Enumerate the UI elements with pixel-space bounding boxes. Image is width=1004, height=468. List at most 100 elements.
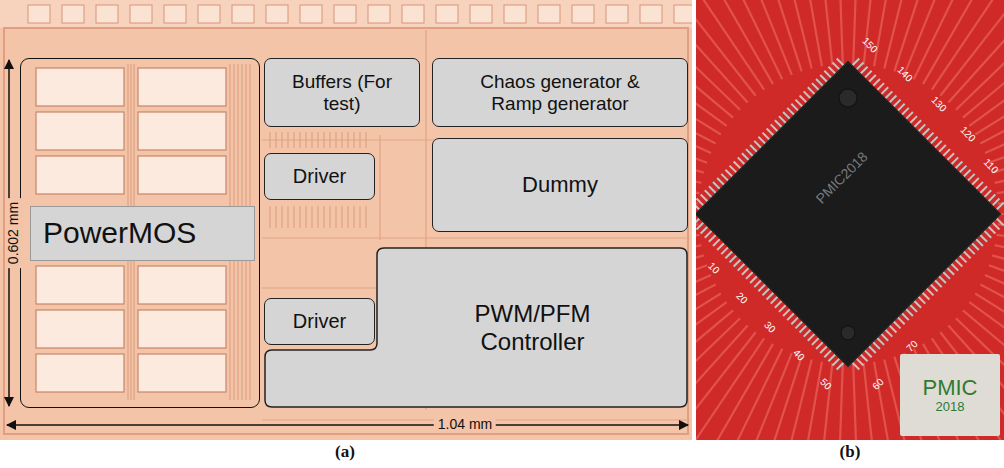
chip-pin: [766, 128, 774, 136]
panel-label: (a): [335, 443, 355, 462]
chip-pin: [860, 354, 868, 362]
pcb-trace: [956, 0, 1004, 110]
chip-pin: [782, 308, 790, 316]
chip-pin: [971, 242, 979, 250]
chip-pin: [909, 115, 917, 123]
chip-pin: [795, 321, 803, 329]
block-box: Chaos generator & Ramp generator: [432, 58, 688, 127]
chip-pin: [983, 230, 991, 238]
chip-pin: [897, 316, 905, 324]
pcb-trace: [833, 0, 842, 64]
pcb-trace: [696, 156, 699, 194]
chip-pin: [828, 66, 836, 74]
badge-title: PMIC: [923, 375, 978, 400]
chip-pin: [725, 169, 733, 177]
metal-line: [318, 132, 319, 148]
chip-pin: [946, 153, 954, 161]
chip-pin: [934, 279, 942, 287]
pcb-trace: [696, 338, 764, 440]
bond-pad: [674, 5, 692, 23]
pcb-trace: [696, 245, 701, 301]
pcb-trace: [775, 0, 822, 66]
chip-pin: [836, 58, 844, 66]
chip-pin: [704, 230, 712, 238]
chip-pin: [778, 304, 786, 312]
chip-pin: [819, 345, 827, 353]
metal-line: [300, 206, 301, 228]
chip-pin: [955, 161, 963, 169]
chip-pin: [741, 153, 749, 161]
pcb-trace: [718, 0, 801, 71]
chip-pin: [696, 222, 704, 230]
pcb-trace: [853, 0, 862, 64]
chip-pin: [749, 144, 757, 152]
chip-pin: [967, 246, 975, 254]
chip-pin: [975, 238, 983, 246]
chip-pin: [967, 173, 975, 181]
chip-pin: [872, 341, 880, 349]
chip-pin: [856, 358, 864, 366]
block-box: Buffers (For test): [264, 58, 420, 127]
chip-pin: [824, 349, 832, 357]
chip-pin: [950, 263, 958, 271]
metal-line: [294, 132, 295, 148]
chip-pin: [930, 283, 938, 291]
power-transistor-cell: [36, 156, 124, 194]
metal-line: [306, 206, 307, 228]
block-box: Driver: [264, 298, 375, 345]
metal-line: [336, 206, 337, 228]
metal-line: [336, 132, 337, 148]
chip-pin: [880, 87, 888, 95]
chip-pin: [860, 66, 868, 74]
chip-pin: [770, 124, 778, 132]
chip-pin: [885, 91, 893, 99]
chip-pin: [700, 194, 708, 202]
chip-pin: [819, 74, 827, 82]
bond-pad: [300, 5, 322, 23]
chip-pin: [733, 259, 741, 267]
metal-line: [270, 132, 271, 148]
dimension-label: 1.04 mm: [434, 417, 496, 432]
chip-pin: [708, 234, 716, 242]
chip-pin: [832, 358, 840, 366]
chip-pin: [934, 140, 942, 148]
pcb-trace: [853, 364, 862, 440]
power-transistor-cell: [138, 112, 226, 150]
metal-line: [348, 132, 349, 148]
chip-pin: [836, 362, 844, 370]
chip-pin: [922, 128, 930, 136]
metal-line: [330, 206, 331, 228]
power-transistor-cell: [138, 68, 226, 106]
chip-pin: [876, 337, 884, 345]
chip-pin: [946, 267, 954, 275]
chip-pin: [737, 157, 745, 165]
block-label: Driver: [293, 310, 346, 333]
power-transistor-cell: [36, 310, 124, 348]
pcb-trace: [696, 349, 782, 440]
chip-pin: [733, 161, 741, 169]
metal-line: [276, 206, 277, 228]
pcb-trace: [696, 293, 721, 436]
chip-pin: [942, 148, 950, 156]
chip-pin: [787, 107, 795, 115]
chip-pin: [917, 124, 925, 132]
bond-pad: [232, 5, 254, 23]
metal-line: [324, 132, 325, 148]
chip-pin: [807, 87, 815, 95]
pcb-trace: [864, 363, 892, 440]
chip-pin: [791, 316, 799, 324]
block-label: Dummy: [522, 172, 598, 197]
chip-pin: [712, 181, 720, 189]
chip-pin: [893, 99, 901, 107]
chip-pin: [983, 190, 991, 198]
bond-pad: [62, 5, 84, 23]
metal-line: [276, 132, 277, 148]
chip-pin: [897, 103, 905, 111]
badge-box: PMIC2018: [900, 354, 1000, 436]
chip-pin: [988, 194, 996, 202]
chip-pin: [942, 271, 950, 279]
chip-pin: [807, 333, 815, 341]
bond-pad: [130, 5, 152, 23]
chip-pin: [938, 275, 946, 283]
metal-line: [288, 206, 289, 228]
